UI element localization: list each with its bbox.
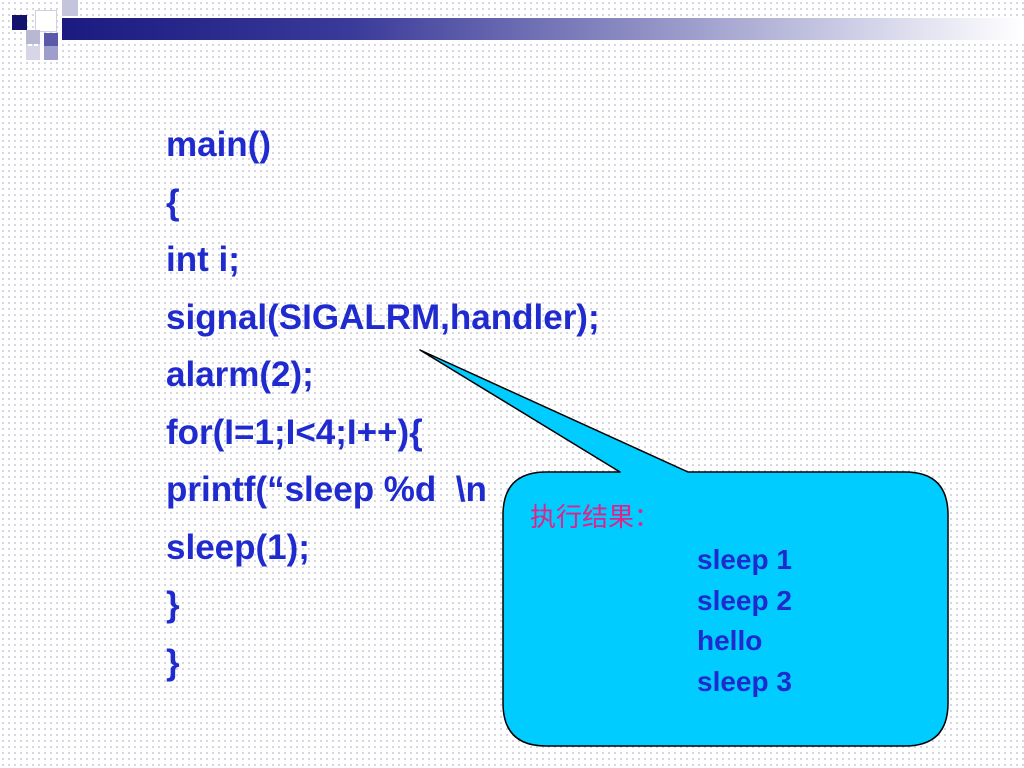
code-line: { [166, 182, 180, 222]
code-line: sleep(1); [166, 527, 310, 567]
decor-square [62, 0, 78, 16]
decor-square [12, 15, 27, 30]
code-line: alarm(2); [166, 355, 314, 394]
result-line: hello [697, 625, 763, 656]
result-line: sleep 2 [697, 584, 792, 616]
code-line: } [166, 642, 180, 682]
code-line: printf(“sleep %d \n [166, 470, 487, 509]
result-line: sleep 3 [697, 665, 792, 697]
code-line: for(I=1;I<4;I++){ [166, 412, 423, 452]
result-line: sleep 1 [697, 544, 792, 575]
code-line: main() [166, 125, 271, 164]
code-line: int i; [166, 240, 240, 279]
decor-square [26, 46, 40, 60]
decor-square [44, 46, 58, 60]
code-line: } [166, 585, 180, 624]
decor-square [35, 10, 57, 32]
result-title: 执行结果： [530, 503, 661, 533]
header-gradient-band [62, 18, 1024, 40]
decor-square [44, 33, 58, 47]
result-list: sleep 1 sleep 2 hello sleep 3 [697, 540, 930, 702]
code-listing: main() { int i; signal(SIGALRM,handler);… [166, 116, 600, 691]
callout-content: 执行结果： sleep 1 sleep 2 hello sleep 3 [530, 500, 930, 702]
decor-square [26, 30, 40, 44]
code-line: signal(SIGALRM,handler); [166, 297, 600, 337]
callout-shape [419, 349, 949, 747]
